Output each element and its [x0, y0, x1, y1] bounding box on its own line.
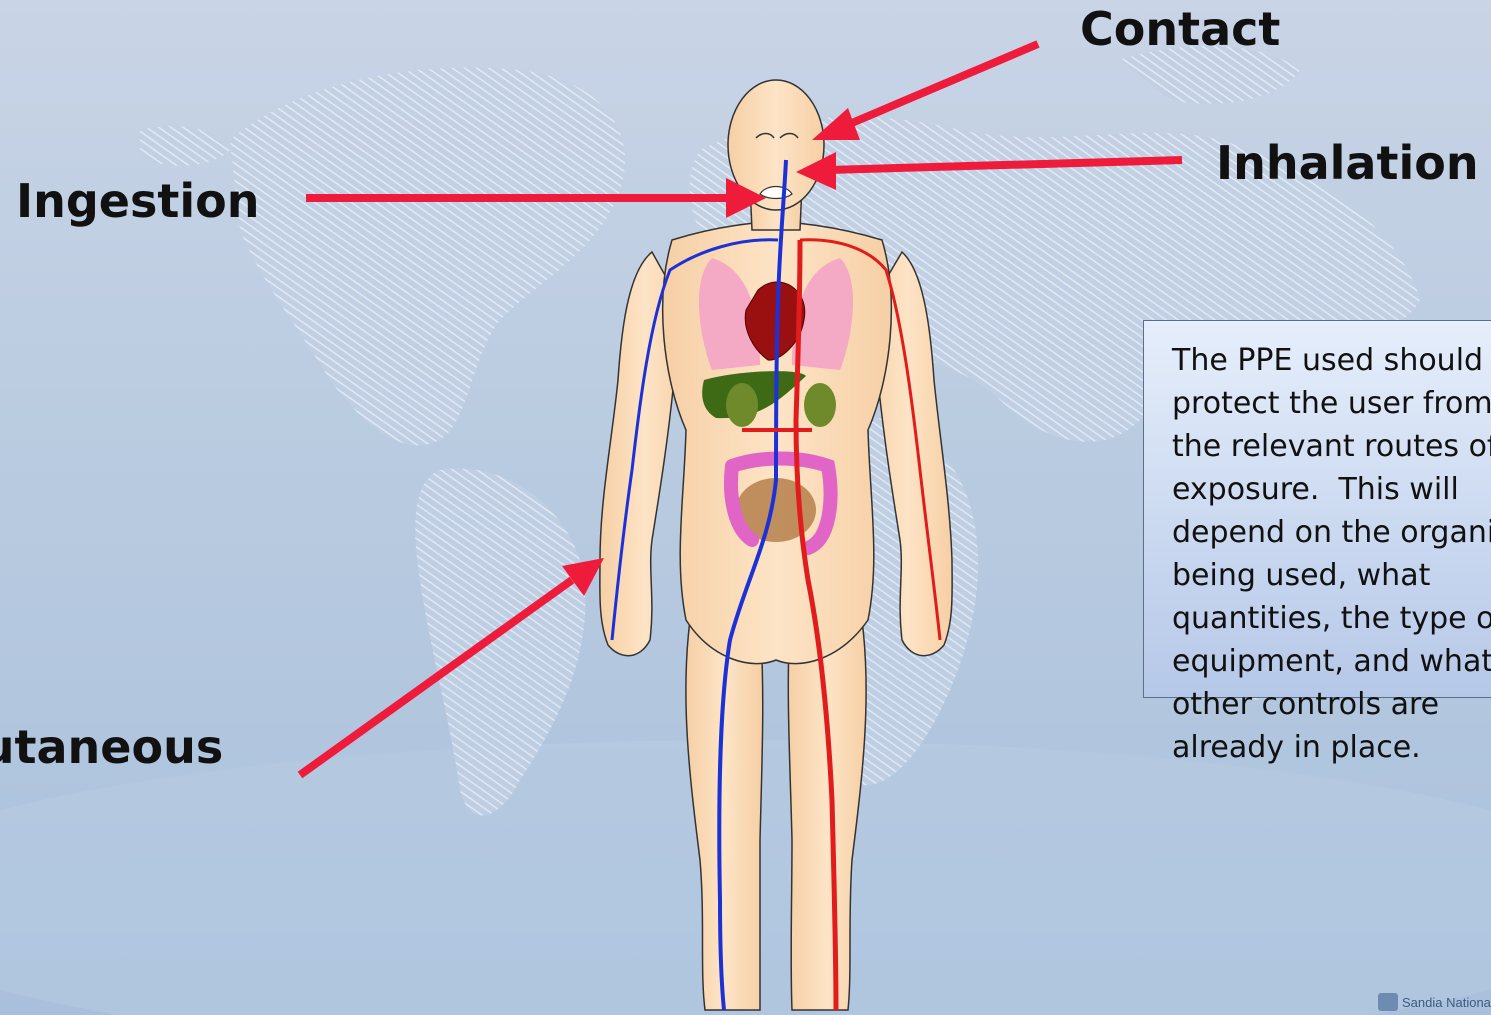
cutaneous-label: Cutaneous: [0, 720, 223, 774]
ppe-note-text: The PPE used should protect the user fro…: [1172, 339, 1491, 769]
inhalation-label: Inhalation: [1216, 136, 1479, 190]
contact-label: Contact: [1080, 2, 1280, 56]
ppe-note-box: The PPE used should protect the user fro…: [1143, 320, 1491, 698]
ingestion-label: Ingestion: [16, 174, 259, 228]
contact-arrow-line: [840, 44, 1038, 128]
cutaneous-label-container: Cutaneous: [0, 720, 275, 774]
sandia-logo-icon: [1378, 993, 1398, 1011]
sandia-logo-text: Sandia National Laboratories: [1402, 995, 1491, 1010]
sandia-logo: Sandia National Laboratories: [1378, 990, 1491, 1014]
